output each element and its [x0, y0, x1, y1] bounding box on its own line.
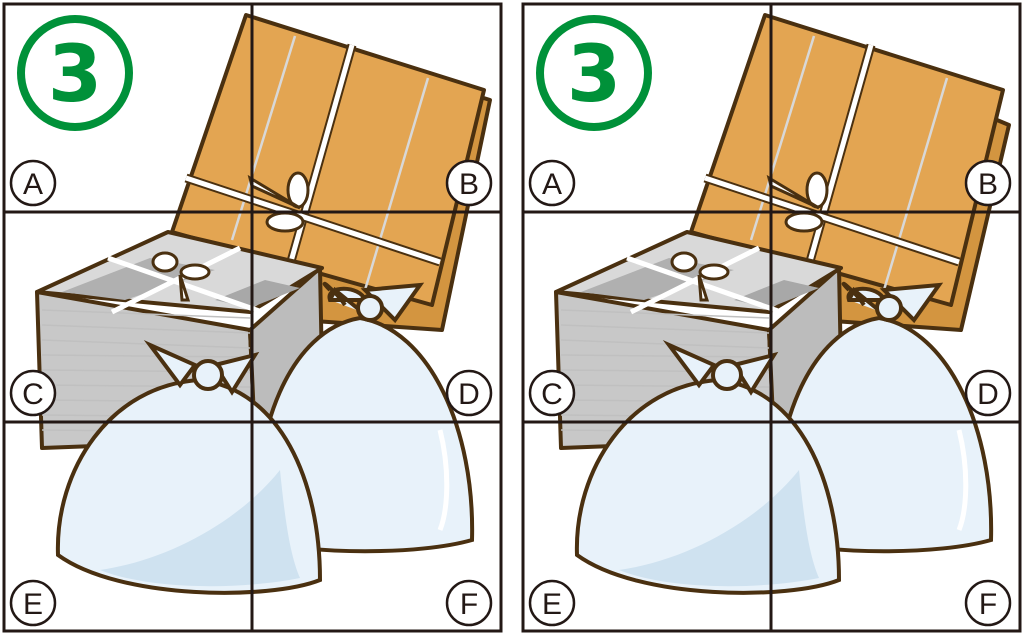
puzzle-image: 3A B C D E F: [521, 2, 1022, 633]
cell-label-d[interactable]: D: [445, 369, 493, 417]
cell-label-f[interactable]: F: [964, 579, 1012, 627]
cardboard-crease: [882, 77, 949, 291]
newspaper-string: [110, 245, 242, 315]
newspaper-bow: [151, 251, 211, 302]
newspaper-string: [626, 255, 782, 315]
newspaper-string: [629, 245, 761, 315]
cell-label-text: C: [541, 378, 563, 411]
cell-label-text: C: [22, 378, 44, 411]
grid-lines: [521, 2, 1022, 633]
cardboard-bundle: [689, 13, 1005, 307]
cardboard-crease: [230, 35, 297, 241]
puzzle-number: 3: [48, 30, 102, 120]
puzzle-number-badge: 3: [536, 15, 652, 131]
cell-label-e[interactable]: E: [528, 579, 576, 627]
cell-label-text: A: [23, 168, 43, 201]
cell-label-text: B: [459, 168, 479, 201]
cell-label-c[interactable]: C: [528, 369, 576, 417]
bag-shadow: [100, 470, 300, 587]
puzzle-number: 3: [567, 30, 621, 120]
cell-label-text: B: [978, 168, 998, 201]
cell-label-text: F: [979, 588, 997, 621]
bag-shine: [956, 429, 969, 531]
cell-label-b[interactable]: B: [964, 159, 1012, 207]
cell-label-text: F: [460, 588, 478, 621]
cell-label-text: D: [977, 378, 999, 411]
string: [704, 175, 960, 265]
newspaper-bow: [670, 251, 730, 302]
cardboard-bow: [247, 171, 310, 233]
cell-label-a[interactable]: A: [9, 159, 57, 207]
cell-label-c[interactable]: C: [9, 369, 57, 417]
cell-label-text: D: [458, 378, 480, 411]
grid-lines: [2, 2, 503, 633]
cell-label-text: E: [23, 588, 43, 621]
cardboard-crease: [363, 77, 430, 291]
cell-label-text: A: [542, 168, 562, 201]
bag-shine: [437, 429, 450, 531]
cell-label-a[interactable]: A: [528, 159, 576, 207]
cell-label-f[interactable]: F: [445, 579, 493, 627]
cell-label-text: E: [542, 588, 562, 621]
cell-label-e[interactable]: E: [9, 579, 57, 627]
string: [185, 175, 441, 265]
newspaper-string: [107, 255, 263, 315]
cell-label-d[interactable]: D: [964, 369, 1012, 417]
puzzle-number-badge: 3: [17, 15, 133, 131]
cardboard-crease: [749, 35, 816, 241]
puzzle-image: 3A B C D E F: [2, 2, 503, 633]
cardboard-bundle: [170, 13, 486, 307]
bag-shadow: [619, 470, 819, 587]
cell-label-b[interactable]: B: [445, 159, 493, 207]
